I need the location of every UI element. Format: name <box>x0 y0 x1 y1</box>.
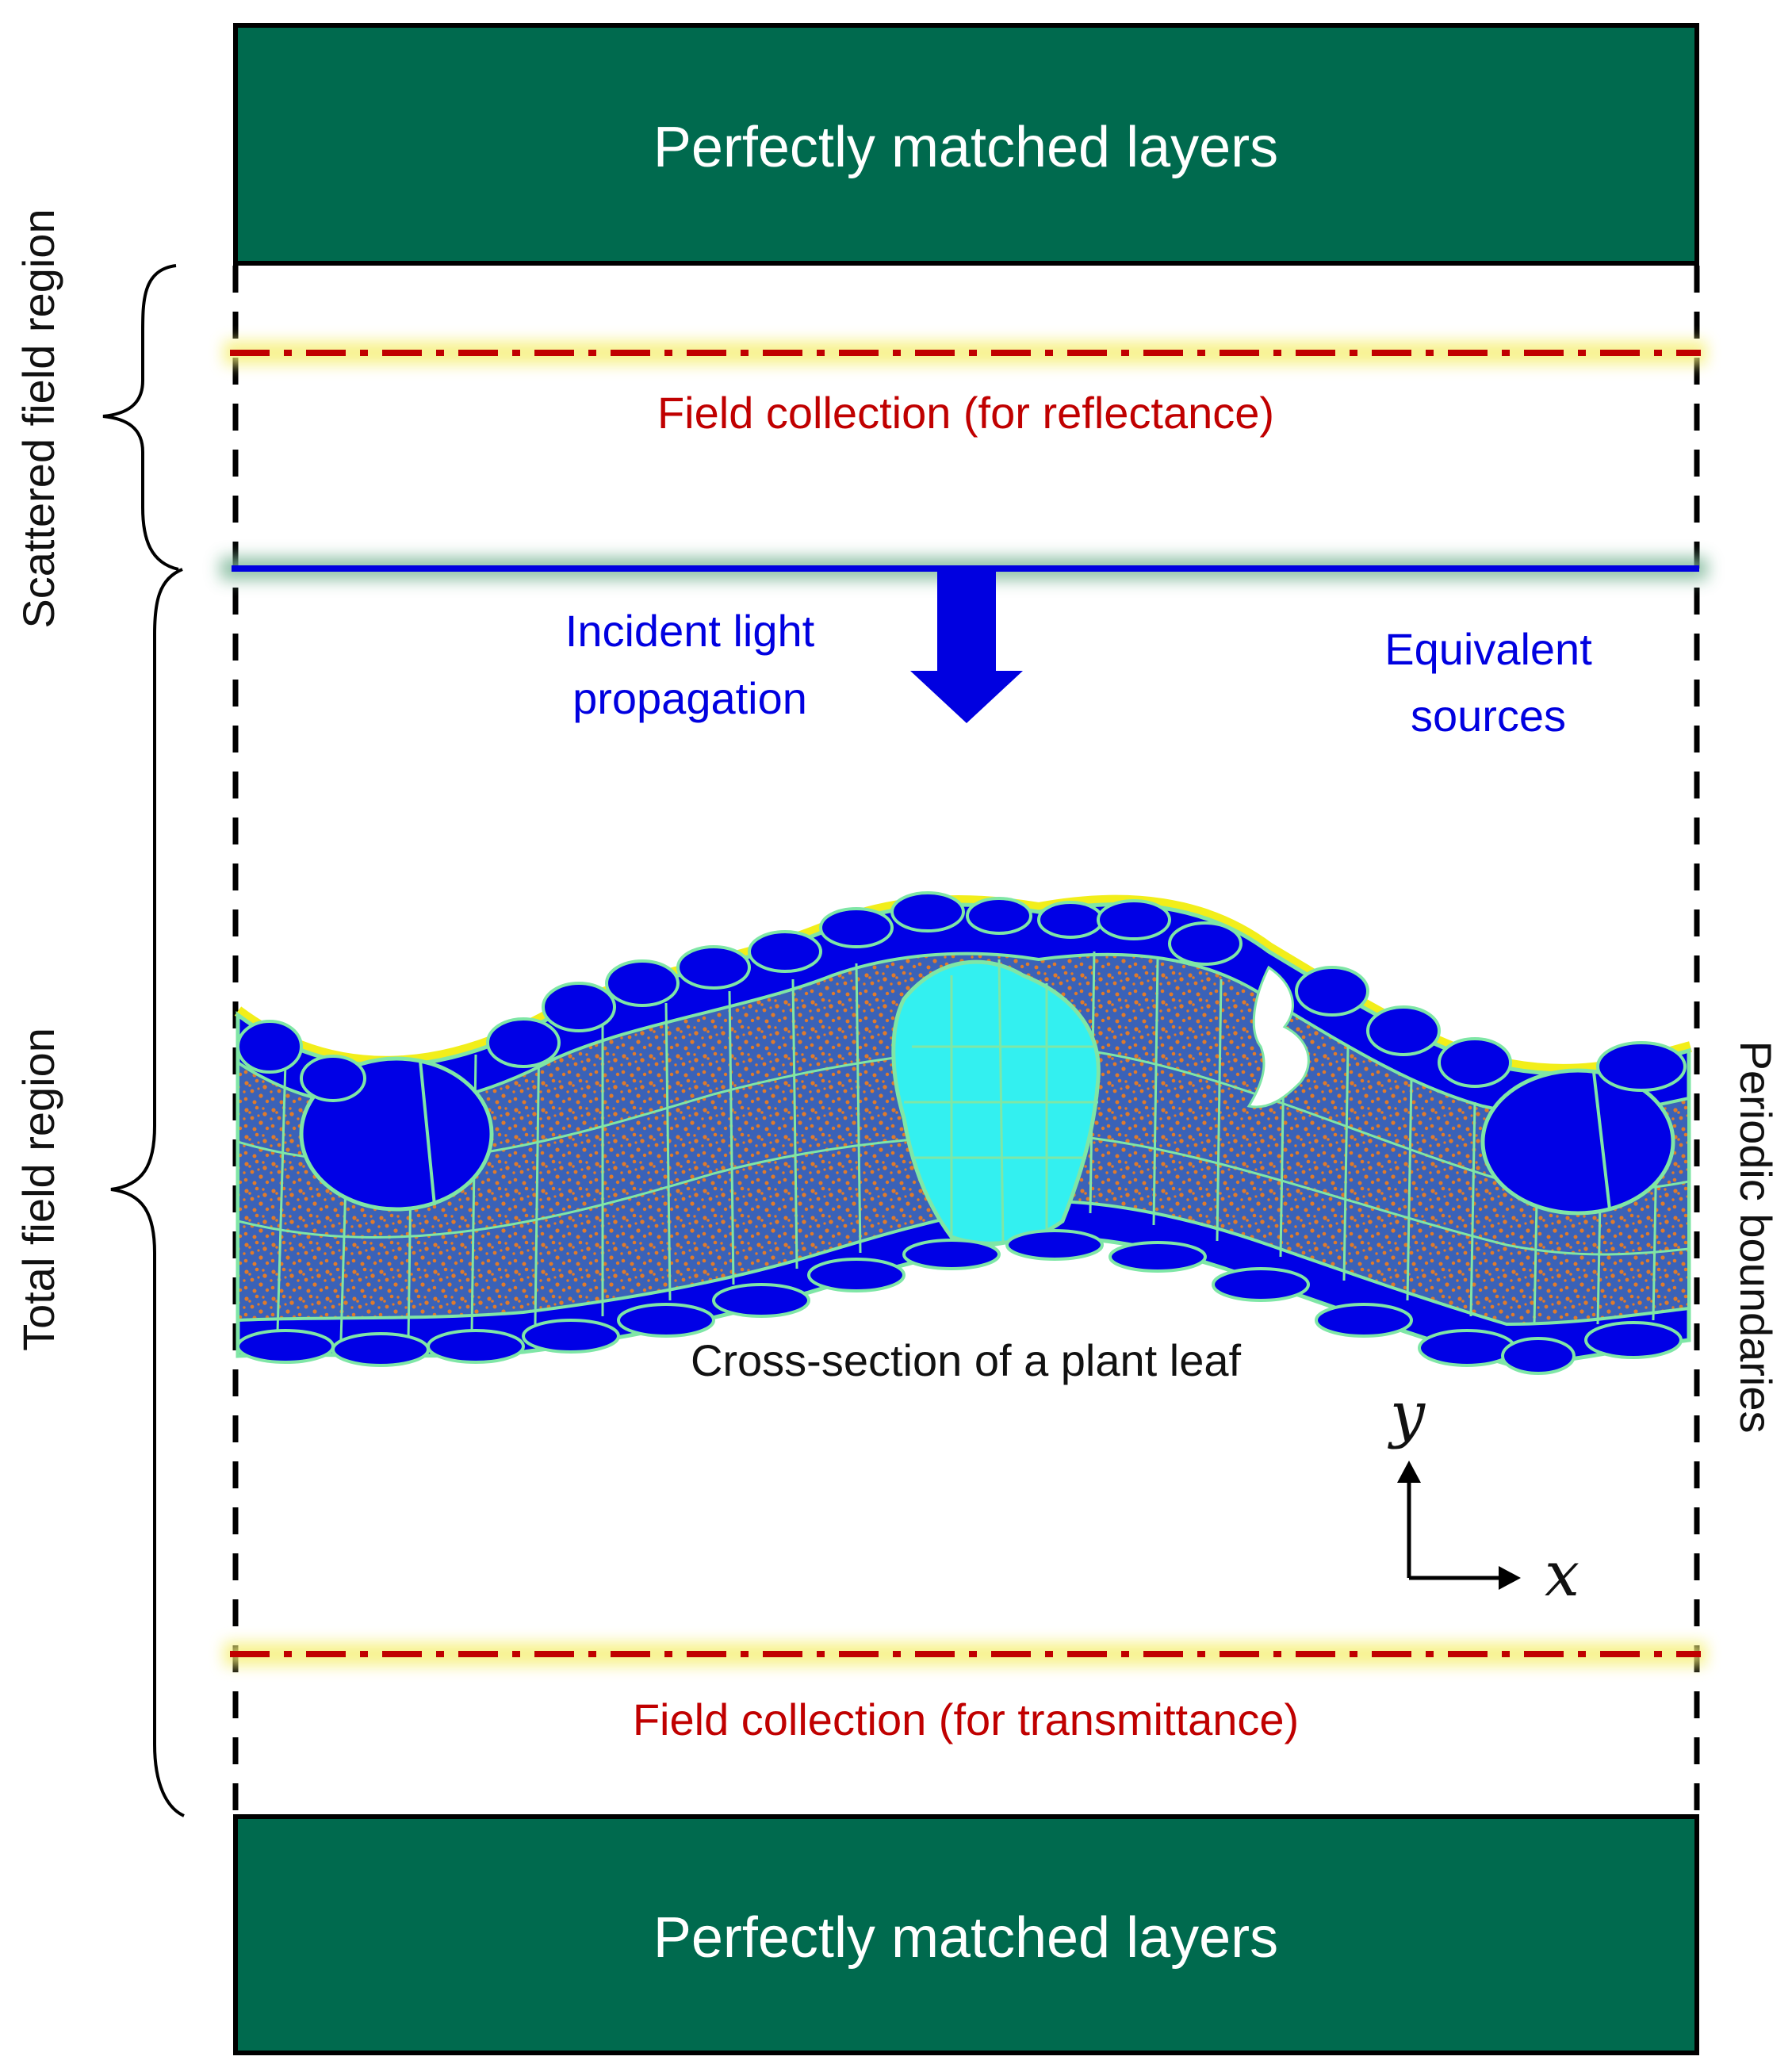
total-region-brace <box>110 568 185 1817</box>
reflectance-collection-line <box>224 341 1706 365</box>
bottom-pml-block: Perfectly matched layers <box>233 1814 1699 2055</box>
vascular-cell-walls <box>904 959 1098 1246</box>
propagation-arrow <box>910 569 1023 723</box>
propagation-label-line1: Incident light <box>565 606 815 656</box>
lower-epidermis <box>236 1229 1683 1375</box>
leaf-cross-section <box>234 891 1692 1375</box>
transmittance-collection-line <box>224 1642 1706 1666</box>
axes-indicator: y x <box>1388 1379 1579 1610</box>
propagation-label-line2: propagation <box>572 673 807 723</box>
top-pml-block: Perfectly matched layers <box>233 23 1699 266</box>
bottom-pml-label: Perfectly matched layers <box>653 1906 1278 1970</box>
equivalent-sources-label-line1: Equivalent <box>1384 624 1592 674</box>
total-region-label: Total field region <box>13 1028 63 1351</box>
scattered-region-label: Scattered field region <box>13 209 63 628</box>
transmittance-label: Field collection (for transmittance) <box>633 1694 1299 1744</box>
leaf-caption: Cross-section of a plant leaf <box>691 1335 1242 1385</box>
x-axis-label: x <box>1545 1539 1579 1610</box>
periodic-boundaries-label: Periodic boundaries <box>1731 1041 1781 1434</box>
stomatal-cavity <box>1246 965 1310 1109</box>
equivalent-sources-label-line2: sources <box>1411 691 1566 741</box>
y-axis-label: y <box>1388 1379 1426 1450</box>
scattered-region-brace <box>102 264 179 571</box>
right-large-cell <box>1480 1068 1675 1216</box>
reflectance-label: Field collection (for reflectance) <box>657 388 1274 438</box>
top-pml-label: Perfectly matched layers <box>653 116 1278 179</box>
upper-epidermis <box>236 891 1687 1102</box>
